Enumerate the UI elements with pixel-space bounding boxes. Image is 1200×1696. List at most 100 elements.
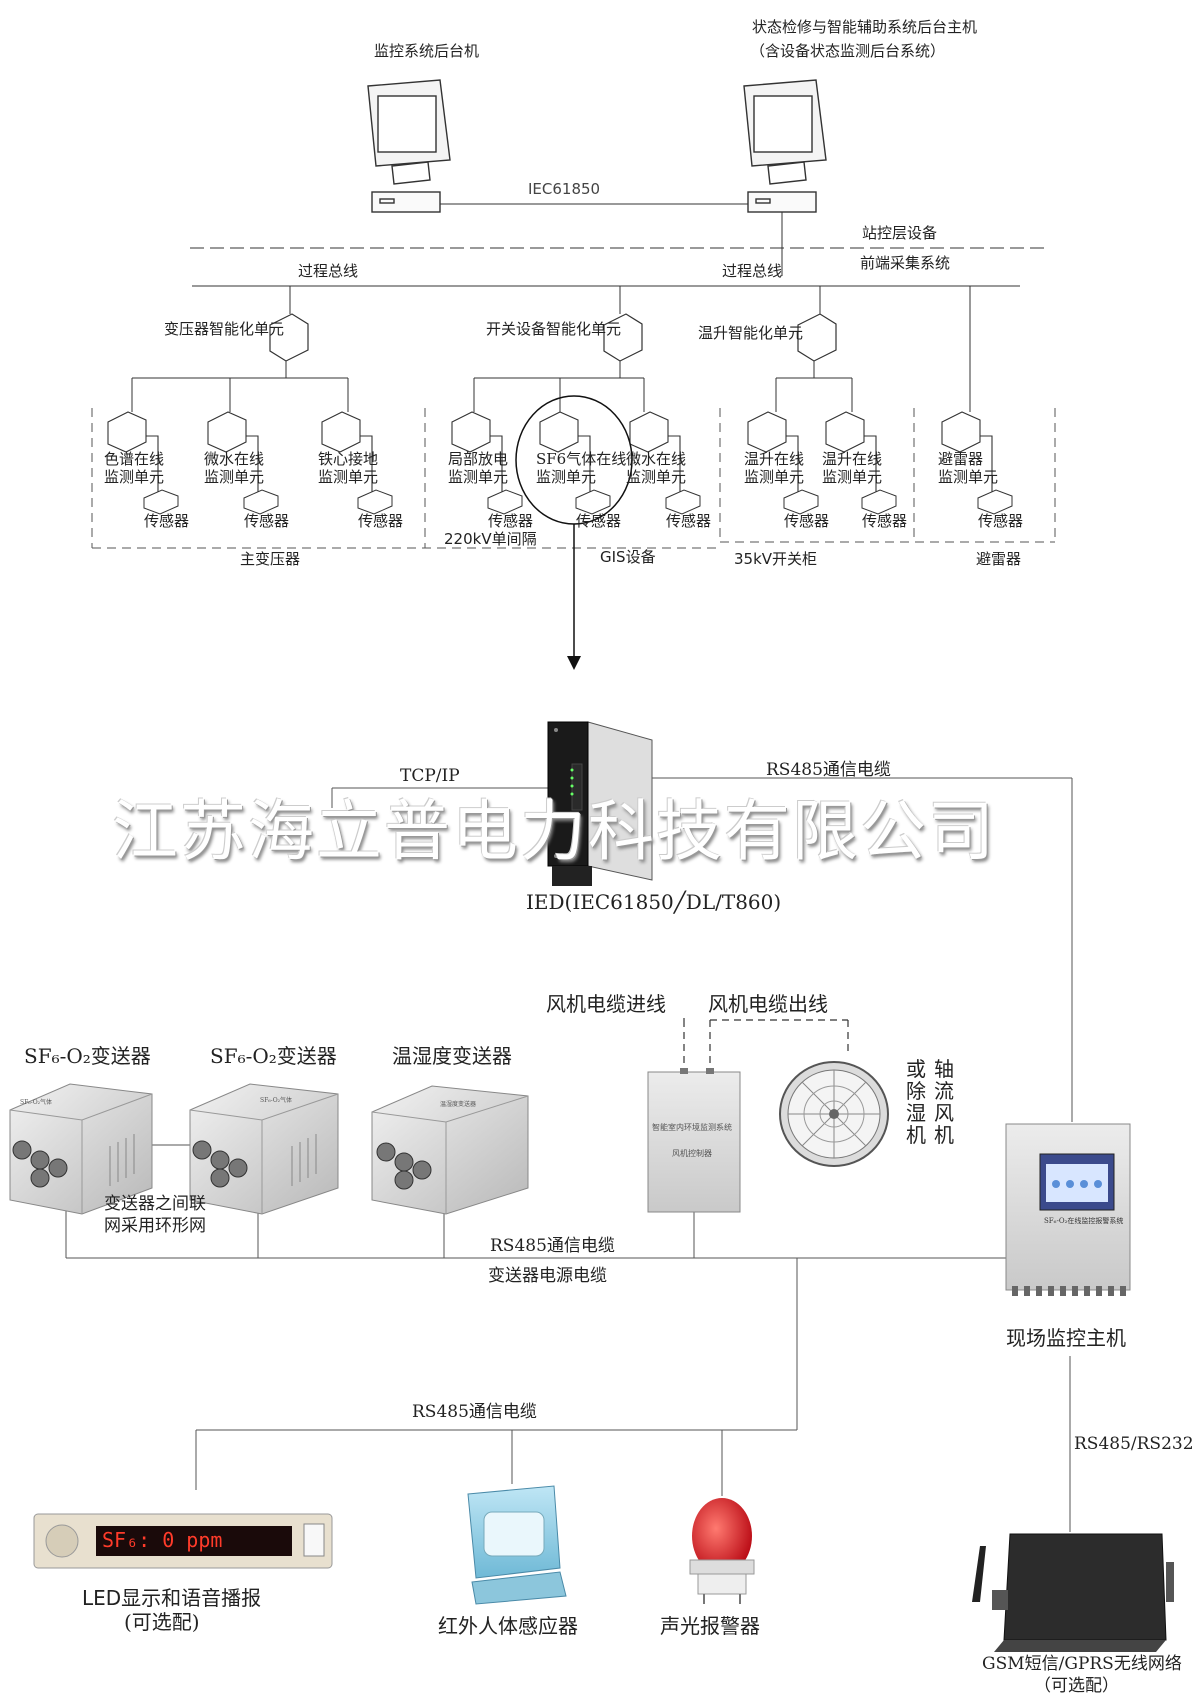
gsm-modem-icon xyxy=(972,1533,1174,1652)
transformer-unit-label: 变压器智能化单元 xyxy=(164,320,285,338)
sf6-transmitter-1-icon xyxy=(9,1083,153,1215)
monitor-unit-label: 局部放电 xyxy=(448,450,509,468)
alarm-label: 声光报警器 xyxy=(660,1614,760,1638)
led-readout: SF₆: 0 ppm xyxy=(102,1528,223,1552)
down-arrow-icon xyxy=(567,524,581,670)
monitor-unit-icon xyxy=(321,411,373,492)
bay-220kv-label: 220kV单间隔 xyxy=(444,530,537,548)
sensor-label: 传感器 xyxy=(144,512,190,530)
sensor-icon xyxy=(977,489,1013,515)
sensor-icon xyxy=(487,489,523,515)
monitor-unit-icon xyxy=(539,411,591,492)
monitor-unit-label: 温升在线 xyxy=(822,450,883,468)
monitor-unit-label: 微水在线 xyxy=(626,450,687,468)
ring-note-line2: 网采用环形网 xyxy=(104,1216,206,1236)
fan-note-col1: 或除湿机 xyxy=(906,1057,926,1147)
sensor-label: 传感器 xyxy=(978,512,1024,530)
arrester-group-label: 避雷器 xyxy=(976,550,1022,568)
monitor-unit-label: 温升在线 xyxy=(744,450,805,468)
sf6-transmitter-2-label: SF₆-O₂变送器 xyxy=(210,1044,337,1068)
sensor-label: 传感器 xyxy=(666,512,712,530)
rs485-232-label: RS485/RS232 xyxy=(1074,1434,1194,1454)
fan-cable-in-label: 风机电缆进线 xyxy=(546,992,666,1016)
temp-unit-icon xyxy=(797,313,837,362)
transmitter-1-plate: SF₆-O₂气体 xyxy=(20,1099,53,1106)
monitor-unit-label: 色谱在线 xyxy=(104,450,165,468)
monitor-pc-label: 监控系统后台机 xyxy=(374,42,480,60)
th-transmitter-plate: 温湿度变送器 xyxy=(440,1101,477,1108)
cm-pc-icon xyxy=(743,79,827,213)
monitor-unit-icon xyxy=(107,411,159,492)
iec-link-label: IEC61850 xyxy=(528,180,601,198)
gsm-label-line1: GSM短信/GPRS无线网络 xyxy=(982,1654,1182,1674)
rs485-bottom-label: RS485通信电缆 xyxy=(412,1402,537,1422)
main-transformer-label: 主变压器 xyxy=(240,550,301,568)
monitor-unit-label: 铁心接地 xyxy=(318,450,379,468)
monitor-unit-label: 监测单元 xyxy=(626,468,687,486)
gsm-label-line2: （可选配） xyxy=(1034,1676,1119,1696)
sf6-transmitter-2-icon xyxy=(189,1083,339,1215)
front-end-label: 前端采集系统 xyxy=(860,254,951,272)
led-label-line1: LED显示和语音播报 xyxy=(82,1586,262,1610)
axial-fan-icon xyxy=(779,1061,889,1167)
rs485-top-label: RS485通信电缆 xyxy=(766,760,891,780)
monitor-unit-label: 监测单元 xyxy=(104,468,165,486)
th-transmitter-label: 温湿度变送器 xyxy=(392,1044,512,1068)
fan-note-col2: 轴流风机 xyxy=(934,1057,954,1147)
monitor-unit-label: 监测单元 xyxy=(204,468,265,486)
cm-pc-label-line2: （含设备状态监测后台系统） xyxy=(750,42,946,60)
power-cable-label: 变送器电源电缆 xyxy=(488,1266,607,1286)
ied-label: IED(IEC61850╱DL/T860) xyxy=(526,890,782,914)
host-device-icon xyxy=(1005,1123,1131,1296)
monitor-unit-label: SF6气体在线 xyxy=(536,450,627,468)
sensor-label: 传感器 xyxy=(244,512,290,530)
sensor-icon xyxy=(783,489,819,515)
monitor-unit-label: 微水在线 xyxy=(204,450,265,468)
ied-device-icon xyxy=(547,721,653,886)
monitor-unit-icon xyxy=(207,411,259,492)
fan-controller-sub: 风机控制器 xyxy=(672,1149,712,1158)
temp-unit-label: 温升智能化单元 xyxy=(698,324,804,342)
pir-label: 红外人体感应器 xyxy=(438,1614,578,1638)
host-label: 现场监控主机 xyxy=(1006,1326,1126,1350)
monitor-unit-icon xyxy=(941,411,993,492)
fan-cable-out-label: 风机电缆出线 xyxy=(708,992,828,1016)
sensor-icon xyxy=(143,489,179,515)
fan-cables xyxy=(683,1018,849,1072)
transformer-unit-icon xyxy=(269,313,309,362)
group-borders xyxy=(91,408,1056,549)
transmitter-2-plate: SF₆-O₂气体 xyxy=(260,1097,293,1104)
monitor-unit-icon xyxy=(747,411,799,492)
led-display-icon xyxy=(33,1513,333,1569)
monitor-unit-label: 监测单元 xyxy=(318,468,379,486)
monitor-unit-label: 监测单元 xyxy=(536,468,597,486)
monitor-unit-icon xyxy=(825,411,877,492)
process-bus-right-label: 过程总线 xyxy=(722,262,783,280)
led-label-line2: (可选配) xyxy=(124,1610,200,1634)
sensor-icon xyxy=(575,489,611,515)
monitor-unit-label: 避雷器 xyxy=(938,450,984,468)
station-layer-label: 站控层设备 xyxy=(862,224,938,242)
pir-sensor-icon xyxy=(467,1485,567,1605)
sensor-icon xyxy=(861,489,897,515)
monitor-unit-icon xyxy=(629,411,681,492)
monitor-pc-icon xyxy=(367,79,451,213)
alarm-light-icon xyxy=(689,1498,755,1604)
gis-label: GIS设备 xyxy=(600,548,656,566)
sensor-label: 传感器 xyxy=(784,512,830,530)
monitor-unit-label: 监测单元 xyxy=(448,468,509,486)
th-transmitter-icon xyxy=(371,1085,529,1215)
cm-pc-label-line1: 状态检修与智能辅助系统后台主机 xyxy=(752,18,978,36)
monitor-unit-label: 监测单元 xyxy=(744,468,805,486)
monitor-unit-label: 监测单元 xyxy=(822,468,883,486)
host-plate: SF₆-O₂在线监控报警系统 xyxy=(1044,1217,1124,1225)
switchgear-unit-icon xyxy=(603,313,643,362)
iec-link-line xyxy=(190,203,1050,287)
sensor-icon xyxy=(665,489,701,515)
sensor-label: 传感器 xyxy=(576,512,622,530)
tcp-ip-label: TCP/IP xyxy=(400,766,460,786)
rs485-mid-label: RS485通信电缆 xyxy=(490,1236,615,1256)
process-bus-left-label: 过程总线 xyxy=(298,262,359,280)
fan-controller-icon xyxy=(647,1068,741,1213)
ring-note-line1: 变送器之间联 xyxy=(104,1194,206,1214)
